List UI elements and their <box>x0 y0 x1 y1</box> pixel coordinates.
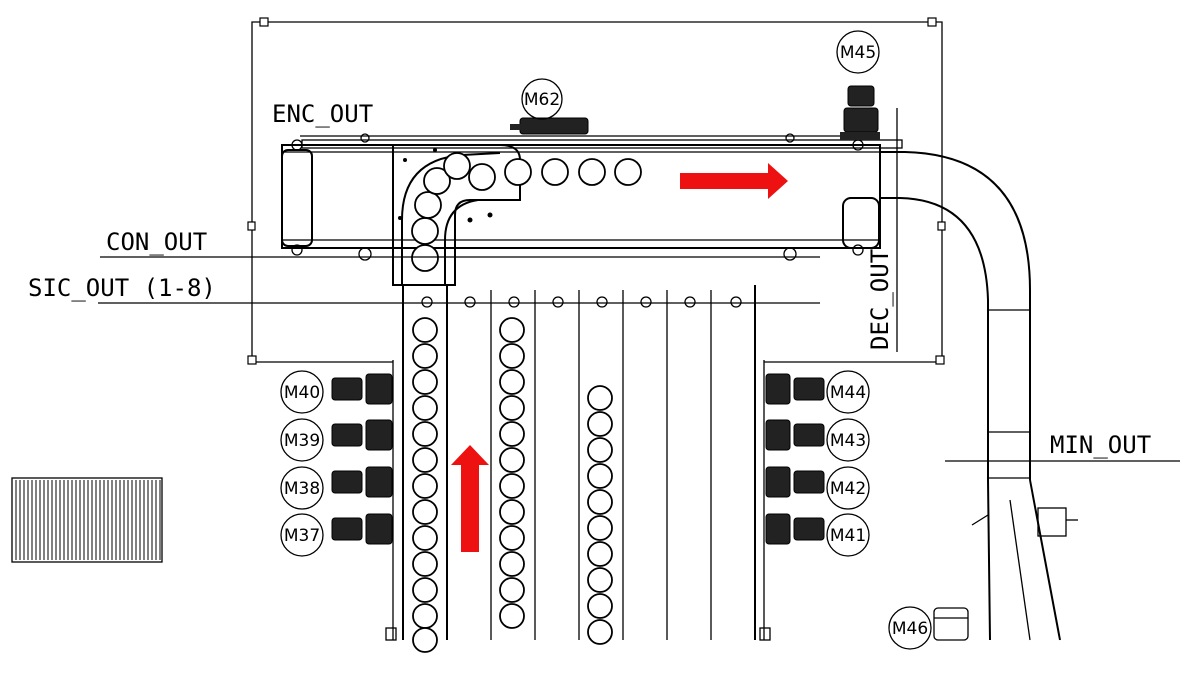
m39-label: M39 <box>284 431 320 451</box>
dec-out-label: DEC_OUT <box>866 249 894 350</box>
motor-m43: M43 <box>765 418 870 462</box>
bottles-lane-1 <box>412 317 438 653</box>
motor-m46: M46 <box>888 606 969 650</box>
reference-lines <box>98 108 1180 462</box>
motor-m39: M39 <box>280 418 393 462</box>
motor-m62: M62 <box>510 78 589 135</box>
vertical-lanes <box>385 285 771 641</box>
top-conveyor <box>281 133 903 261</box>
m44-label: M44 <box>830 383 866 403</box>
arrow-right-icon <box>680 163 788 199</box>
m40-label: M40 <box>284 383 320 403</box>
motor-m41: M41 <box>765 513 870 557</box>
motor-m38: M38 <box>280 466 393 510</box>
arrow-up-icon <box>451 445 489 552</box>
hatched-conveyor-section <box>11 477 163 563</box>
m38-label: M38 <box>284 479 320 499</box>
motor-m45: M45 <box>836 30 880 140</box>
motor-m42: M42 <box>765 466 870 510</box>
bottles-lane-3 <box>499 317 525 629</box>
m45-label: M45 <box>840 43 876 63</box>
enclosure-frame <box>247 17 946 365</box>
m41-label: M41 <box>830 526 866 546</box>
m46-label: M46 <box>892 619 928 639</box>
m37-label: M37 <box>284 526 320 546</box>
motor-m37: M37 <box>280 513 393 557</box>
enc-out-label: ENC_OUT <box>272 100 373 128</box>
motor-m40: M40 <box>280 370 393 414</box>
return-chute <box>880 151 1078 641</box>
m42-label: M42 <box>830 479 866 499</box>
motor-m44: M44 <box>765 370 870 414</box>
sic-out-label: SIC_OUT (1-8) <box>28 274 216 302</box>
con-out-label: CON_OUT <box>106 228 207 256</box>
bottles-top-lane <box>411 152 642 272</box>
m62-label: M62 <box>524 90 560 110</box>
m43-label: M43 <box>830 431 866 451</box>
min-out-label: MIN_OUT <box>1050 431 1151 459</box>
bottles-lane-5 <box>587 385 613 645</box>
